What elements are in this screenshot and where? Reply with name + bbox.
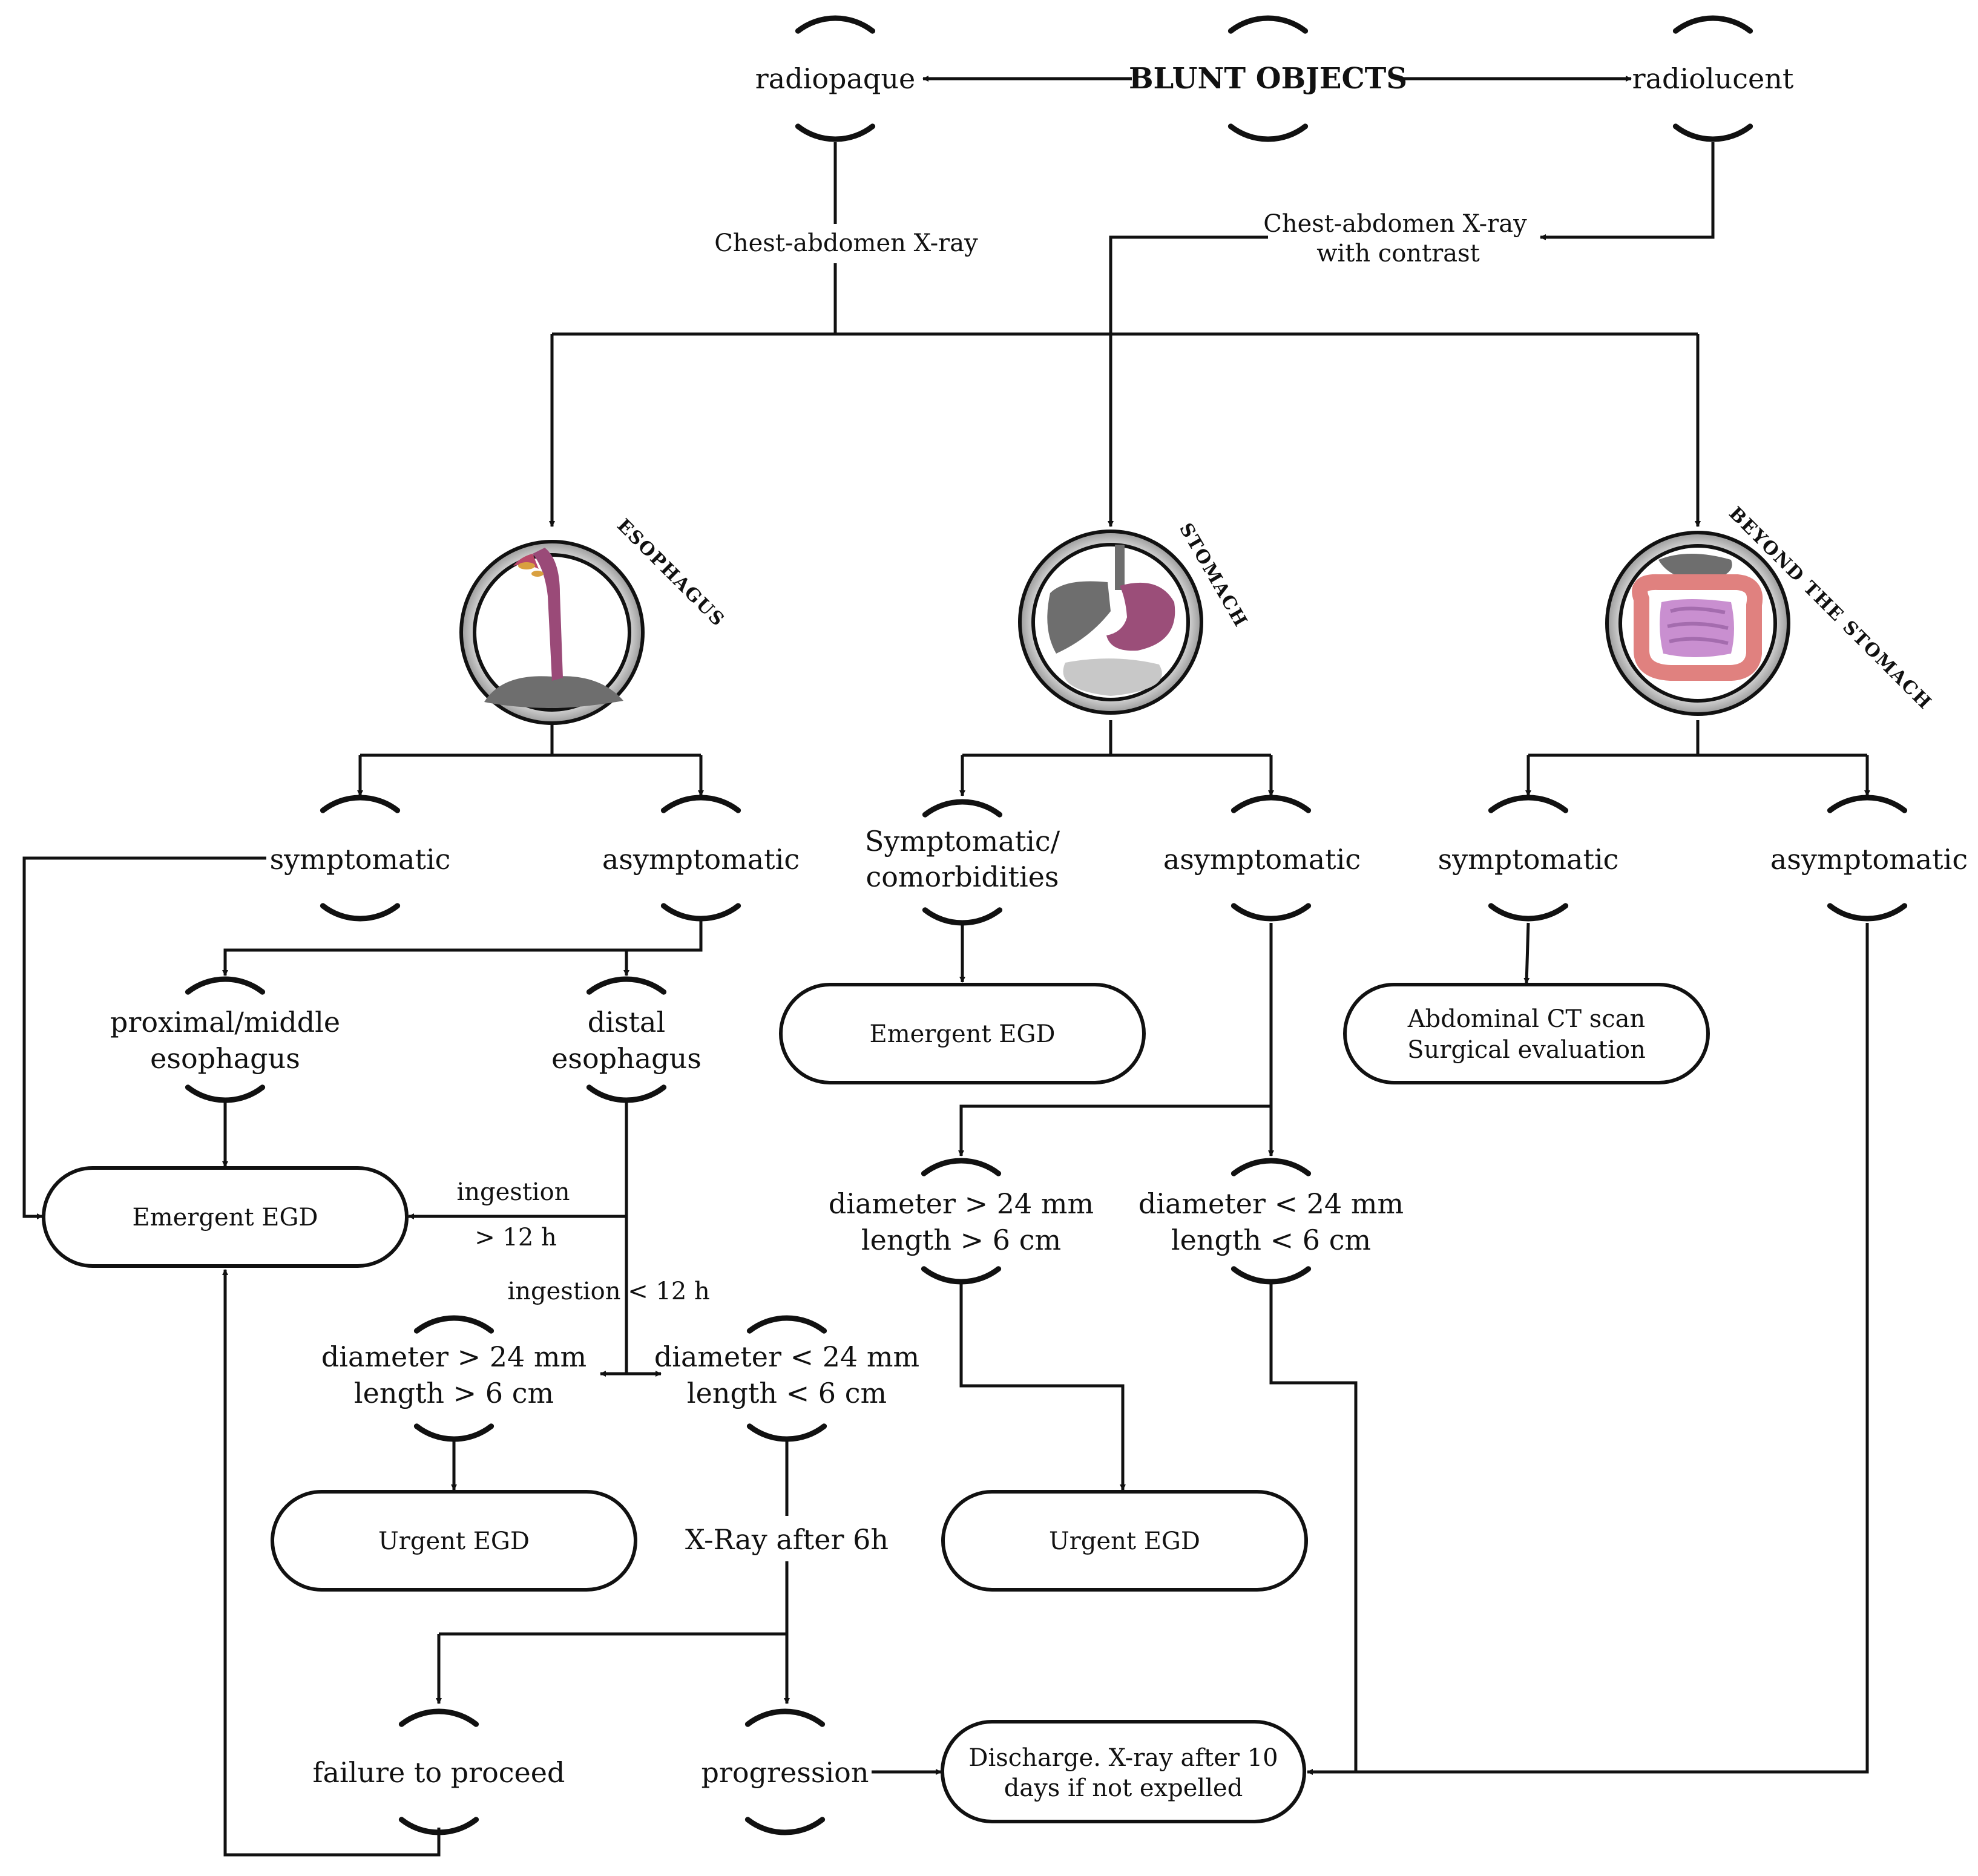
intestine-illustration: [1632, 554, 1763, 681]
eso-big-arc-top: [413, 1315, 494, 1334]
esophagus-illustration: [484, 548, 623, 708]
ingestion-gt-label-1: ingestion: [456, 1178, 570, 1206]
stomach-symptomatic-label-2: comorbidities: [866, 861, 1059, 893]
eso-urgent-egd-text: Urgent EGD: [378, 1527, 530, 1555]
ingestion-lt-label-2: < 12 h: [628, 1277, 710, 1305]
xray-contrast-label-2: with contrast: [1316, 240, 1479, 267]
stomach-urgent-box: [941, 1490, 1308, 1592]
blunt-objects-arc-bottom: [1227, 123, 1309, 142]
failure-label: failure to proceed: [313, 1756, 565, 1789]
stomach-big-arc-top: [921, 1158, 1002, 1176]
distal-arc-bottom: [586, 1084, 667, 1103]
radiolucent-arc-bottom: [1672, 123, 1753, 142]
blunt-objects-title: BLUNT OBJECTS: [1129, 62, 1407, 96]
radiolucent-label: radiolucent: [1632, 62, 1794, 95]
beyond-symptomatic-label: symptomatic: [1438, 843, 1619, 876]
eso-emergent-egd-text: Emergent EGD: [133, 1204, 318, 1232]
stomach-big-arc-bottom: [921, 1266, 1002, 1285]
stomach-medallion: STOMACH: [1018, 520, 1252, 715]
eso-symptomatic-arc-top: [320, 795, 401, 813]
esophagus-emergent-box: [42, 1166, 409, 1268]
progression-arc-bottom: [744, 1817, 826, 1835]
stomach-small-label-2: length < 6 cm: [1171, 1224, 1371, 1256]
beyond-ct-text-2: Surgical evaluation: [1407, 1036, 1646, 1064]
connectors: [22, 76, 1870, 1857]
proximal-middle-arc-top: [185, 976, 266, 995]
eso-small-arc-top: [746, 1315, 827, 1334]
beyond-asymptomatic-arc-bottom: [1827, 903, 1908, 922]
arrow-to-contrast-xray: [1540, 142, 1715, 240]
eso-asymptomatic-arc-bottom: [660, 903, 741, 922]
beyond-symptomatic-arc-bottom: [1488, 903, 1569, 922]
stomach-asymptomatic-arc-bottom: [1230, 903, 1312, 922]
stomach-urgent-egd-text: Urgent EGD: [1049, 1527, 1200, 1555]
beyond-asymptomatic-arc-top: [1827, 795, 1908, 813]
eso-big-label-1: diameter > 24 mm: [321, 1340, 586, 1373]
stomach-small-label-1: diameter < 24 mm: [1138, 1187, 1404, 1220]
radiolucent-arc-top: [1672, 15, 1753, 34]
ingestion-gt-label-2: > 12 h: [475, 1224, 557, 1251]
stomach-small-arc-bottom: [1230, 1266, 1312, 1285]
stomach-big-label-2: length > 6 cm: [861, 1224, 1061, 1256]
eso-small-label-2: length < 6 cm: [687, 1377, 887, 1409]
blunt-objects-arc-top: [1227, 15, 1309, 34]
ingestion-lt-label-1: ingestion: [507, 1277, 620, 1305]
stomach-illustration: [1047, 545, 1175, 696]
progression-label: progression: [701, 1756, 869, 1789]
xray-label: Chest-abdomen X-ray: [714, 229, 978, 257]
distal-label-2: esophagus: [551, 1042, 702, 1075]
stomach-small-arc-top: [1230, 1158, 1312, 1176]
beyond-medallion: BEYOND THE STOMACH: [1605, 503, 1936, 716]
discharge-text-1: Discharge. X-ray after 10: [968, 1744, 1278, 1772]
beyond-ct-box: [1343, 983, 1710, 1084]
xray-contrast-label-1: Chest-abdomen X-ray: [1263, 210, 1527, 238]
stomach-symptomatic-arc-top: [922, 799, 1003, 818]
stomach-symptomatic-arc-bottom: [922, 907, 1003, 926]
stomach-emergent-box: [779, 983, 1146, 1084]
beyond-ct-text-1: Abdominal CT scan: [1407, 1005, 1646, 1033]
esophagus-urgent-box: [271, 1490, 637, 1592]
arrow-to-stomach: [1108, 235, 1268, 527]
eso-asymptomatic-arc-top: [660, 795, 741, 813]
proximal-label-1: proximal/middle: [110, 1006, 340, 1038]
failure-arc-top: [398, 1708, 479, 1727]
eso-big-label-2: length > 6 cm: [354, 1377, 554, 1409]
eso-big-arc-bottom: [413, 1423, 494, 1442]
proximal-label-2: esophagus: [150, 1042, 300, 1075]
stomach-asymptomatic-label: asymptomatic: [1163, 843, 1361, 876]
proximal-middle-arc-bottom: [185, 1084, 266, 1103]
beyond-symptomatic-arc-top: [1488, 795, 1569, 813]
radiopaque-arc-top: [795, 15, 876, 34]
eso-asymptomatic-label: asymptomatic: [602, 843, 800, 876]
xray-6h-label: X-Ray after 6h: [685, 1523, 889, 1556]
stomach-emergent-egd-text: Emergent EGD: [870, 1020, 1056, 1048]
progression-arc-top: [744, 1708, 826, 1727]
esophagus-medallion: ESOPHAGUS: [459, 515, 729, 725]
beyond-asymptomatic-label: asymptomatic: [1770, 843, 1968, 876]
stomach-big-label-1: diameter > 24 mm: [829, 1187, 1094, 1220]
radiopaque-label: radiopaque: [755, 62, 915, 95]
stomach-symptomatic-label-1: Symptomatic/: [865, 825, 1060, 858]
action-boxes: [42, 983, 1710, 1823]
eso-symptomatic-label: symptomatic: [270, 843, 451, 876]
eso-small-arc-bottom: [746, 1423, 827, 1442]
discharge-box: [941, 1720, 1306, 1823]
discharge-text-2: days if not expelled: [1004, 1774, 1243, 1802]
eso-symptomatic-arc-bottom: [320, 903, 401, 922]
labels: BLUNT OBJECTS radiopaque radiolucent Che…: [110, 62, 1968, 1802]
distal-arc-top: [586, 976, 667, 995]
failure-arc-bottom: [398, 1817, 479, 1835]
distal-label-1: distal: [588, 1006, 665, 1038]
decision-arcs: [185, 15, 1908, 1835]
eso-small-label-1: diameter < 24 mm: [654, 1340, 919, 1373]
radiopaque-arc-bottom: [795, 123, 876, 142]
stomach-asymptomatic-arc-top: [1230, 795, 1312, 813]
